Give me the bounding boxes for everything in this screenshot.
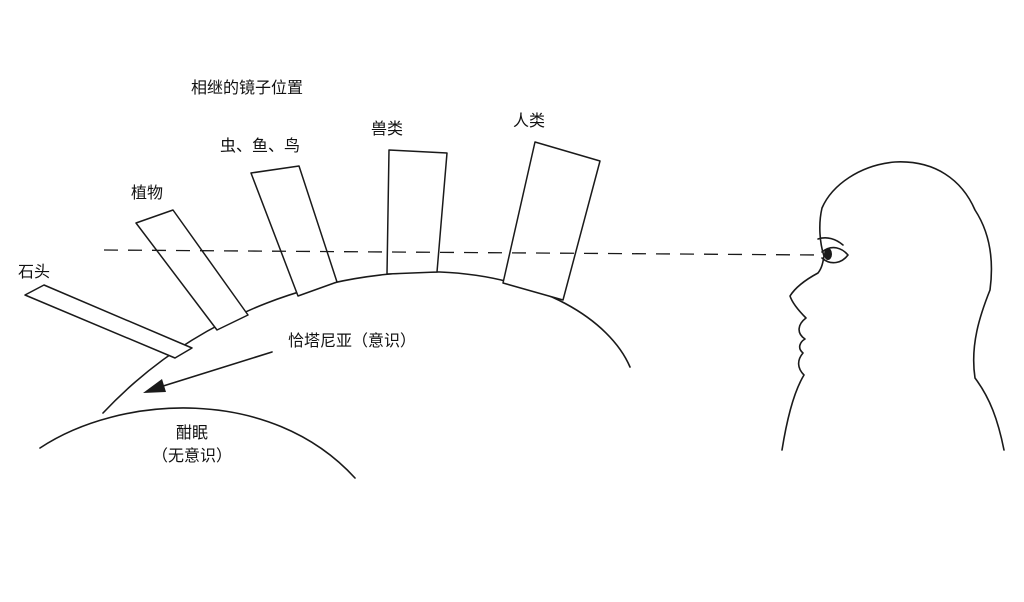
eye-icon	[821, 246, 849, 264]
label-insect-fish-bird: 虫、鱼、鸟	[220, 136, 301, 155]
eyebrow	[817, 237, 844, 246]
label-beast: 兽类	[371, 119, 404, 138]
sleep-arc	[39, 407, 356, 479]
head-profile	[781, 161, 1005, 451]
eye-pupil	[824, 248, 832, 260]
label-human: 人类	[513, 111, 546, 130]
mirror-insect-fish-bird	[250, 165, 338, 297]
diagram-title: 相继的镜子位置	[191, 78, 304, 97]
sight-line	[103, 249, 821, 256]
consciousness-arrow	[159, 351, 273, 388]
arrow-head	[143, 379, 166, 393]
label-consciousness: 恰塔尼亚（意识）	[288, 331, 417, 350]
mirror-plant	[135, 209, 249, 331]
label-deep-sleep: 酣眠	[175, 423, 208, 442]
mirror-human	[502, 141, 601, 301]
label-plant: 植物	[131, 183, 164, 202]
label-stone: 石头	[18, 262, 51, 281]
label-unconscious: （无意识）	[151, 446, 232, 465]
mirror-stone	[24, 284, 193, 359]
mirror-beast	[386, 149, 448, 275]
